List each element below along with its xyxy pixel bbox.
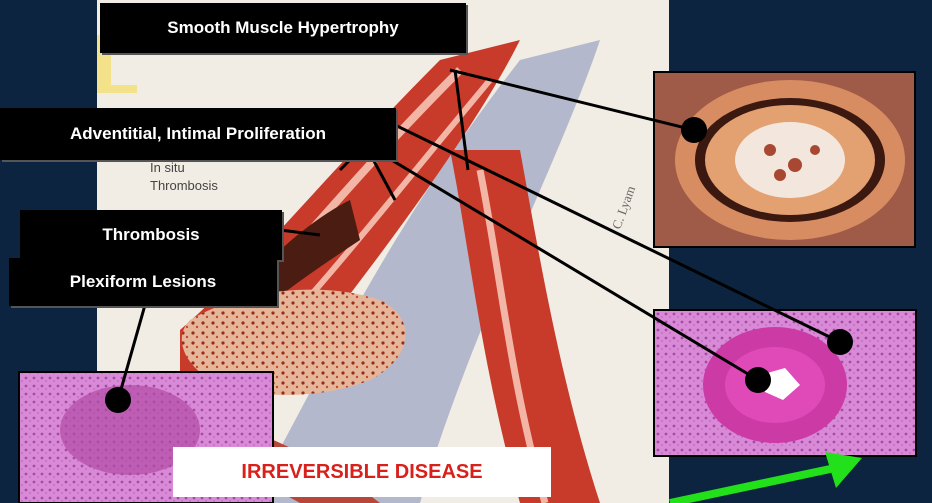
- label-thrombosis: Thrombosis: [20, 210, 282, 260]
- dot-mid-right-lower: [745, 367, 771, 393]
- dot-top-right: [681, 117, 707, 143]
- in-situ-text: In situ: [150, 160, 185, 175]
- irreversible-disease-banner: IRREVERSIBLE DISEASE: [173, 447, 551, 497]
- label-plexiform-lesions: Plexiform Lesions: [9, 258, 277, 306]
- label-smooth-muscle-hypertrophy: Smooth Muscle Hypertrophy: [100, 3, 466, 53]
- histology-image-top-right: [654, 72, 915, 247]
- green-arrow: [670, 452, 862, 503]
- label-adventitial-intimal-proliferation: Adventitial, Intimal Proliferation: [0, 108, 396, 160]
- dot-mid-right-upper: [827, 329, 853, 355]
- histology-image-mid-right: [654, 310, 916, 456]
- dot-bottom-left: [105, 387, 131, 413]
- in-situ-thrombosis-text: Thrombosis: [150, 178, 218, 193]
